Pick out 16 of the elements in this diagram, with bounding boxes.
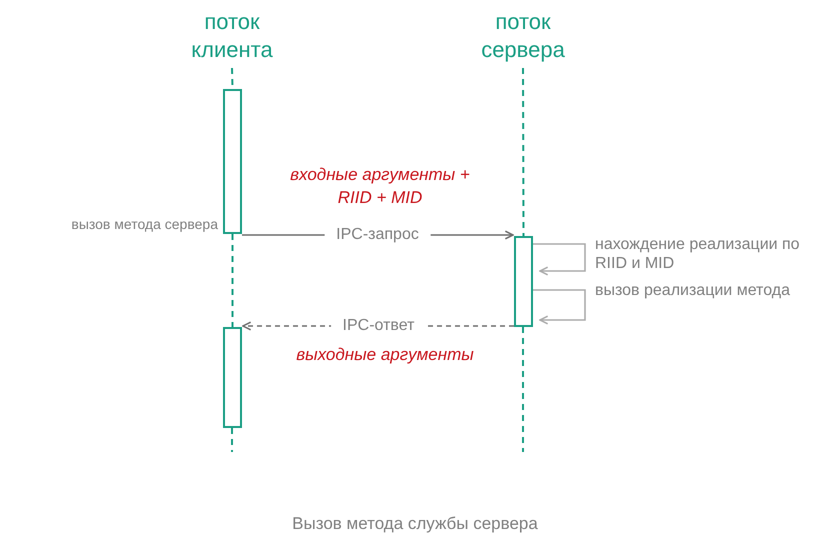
edge-label: нахождение реализации по RIID и MID (595, 235, 800, 273)
lifeline-title: поток клиента (172, 8, 292, 68)
note-text: вызов метода сервера (70, 216, 218, 232)
lifeline-title: поток сервера (460, 8, 586, 68)
edge-label: IPC-запрос (324, 225, 431, 244)
annotation-text: выходные аргументы (295, 344, 475, 366)
activation-bar (514, 236, 533, 327)
self-call-arrow (533, 289, 586, 325)
lifeline (522, 68, 524, 236)
lifeline (232, 234, 234, 327)
self-call-arrow (533, 243, 586, 276)
activation-bar (223, 327, 242, 428)
annotation-text: входные аргументы + RIID + MID (289, 164, 471, 209)
edge-label: вызов реализации метода (595, 281, 791, 300)
caption: Вызов метода службы сервера (291, 514, 539, 534)
activation-bar (223, 89, 242, 234)
